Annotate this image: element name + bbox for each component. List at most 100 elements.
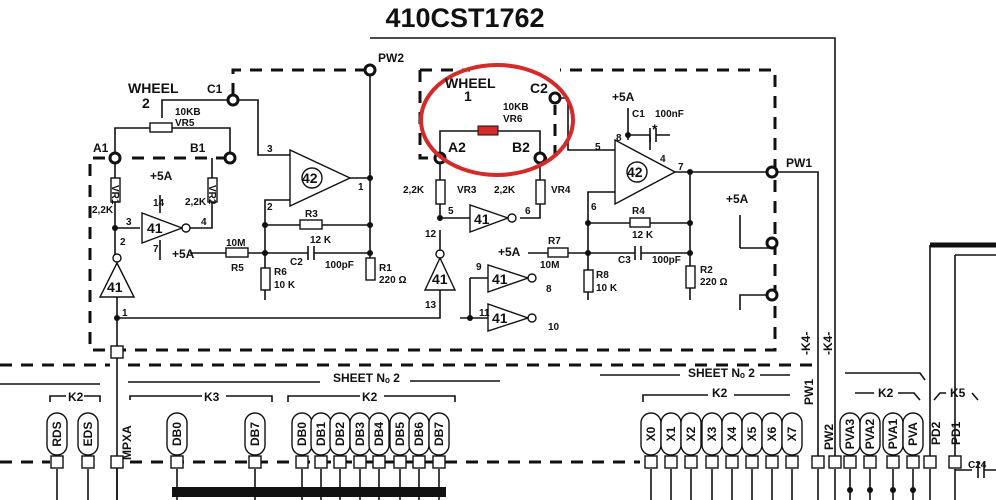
pin-label-pill (244, 412, 266, 456)
connector-pin (248, 455, 262, 469)
pin-label-pill (859, 412, 881, 456)
svg-text:R5: R5 (231, 263, 244, 274)
svg-text:+5A: +5A (498, 245, 521, 259)
pin-label: DB4 (372, 422, 386, 446)
buffer-41-b (423, 256, 457, 291)
svg-text:220 Ω: 220 Ω (379, 275, 406, 286)
svg-text:R4: R4 (632, 206, 645, 217)
r7-resistor (547, 247, 569, 258)
wheel2-labels: WHEEL 2 10KB VR5 A1 B1 C1 (93, 80, 223, 155)
connector-pin (948, 455, 962, 469)
svg-text:12 K: 12 K (310, 235, 332, 246)
svg-text:B2: B2 (512, 139, 530, 155)
pin-label: X0 (644, 426, 658, 441)
svg-text:6: 6 (591, 202, 597, 213)
svg-text:12: 12 (425, 229, 437, 240)
svg-text:VR1: VR1 (109, 185, 120, 205)
svg-text:42: 42 (627, 164, 643, 180)
inverter-41-b (469, 204, 511, 234)
svg-text:41: 41 (107, 279, 123, 295)
svg-text:2,2K: 2,2K (494, 185, 516, 196)
svg-text:4: 4 (201, 217, 207, 228)
connector-pin (353, 455, 367, 469)
svg-text:14: 14 (153, 198, 165, 209)
connector-pin (393, 455, 407, 469)
connector-pin (684, 455, 698, 469)
svg-text:10 K: 10 K (596, 283, 618, 294)
svg-text:B1: B1 (190, 141, 206, 155)
left-circuit-labels: VR1 2,2K VR2 2,2K +5A 41 41 42 14 3 4 7 … (92, 51, 406, 319)
svg-text:R1: R1 (379, 263, 392, 274)
bus-junction (397, 487, 403, 493)
svg-text:C3: C3 (618, 255, 631, 266)
pin-label-pill (428, 412, 450, 456)
bus-junction (847, 487, 853, 493)
svg-text:8: 8 (546, 284, 552, 295)
pin-label: X2 (684, 426, 698, 441)
connector-pin (725, 455, 739, 469)
right-circuit-labels: VR3 2,2K VR4 2,2K 41 41 41 41 42 5 6 12 … (403, 90, 812, 333)
bus-junction (318, 487, 324, 493)
svg-text:-K4-: -K4- (821, 332, 835, 355)
svg-text:PW1: PW1 (786, 156, 812, 170)
pin-label: PVA (906, 422, 920, 446)
connector-pin (412, 455, 426, 469)
svg-text:K3: K3 (204, 390, 220, 404)
svg-text:2,2K: 2,2K (403, 185, 425, 196)
svg-text:2,2K: 2,2K (92, 205, 114, 216)
connector-pin (765, 455, 779, 469)
connector-pin (828, 455, 842, 469)
svg-text:3: 3 (267, 144, 273, 155)
svg-text:C1: C1 (632, 109, 645, 120)
svg-text:100pF: 100pF (652, 255, 681, 266)
svg-text:PD2: PD2 (929, 421, 943, 445)
bus-junction (357, 487, 363, 493)
svg-text:PW2: PW2 (378, 51, 404, 65)
bus-junction (174, 487, 180, 493)
pin-label-pill (902, 412, 924, 456)
pin-label: DB7 (432, 422, 446, 446)
pin-label-pill (368, 412, 390, 456)
connector-pin (372, 455, 386, 469)
r3-resistor (299, 219, 323, 230)
inverter-41-d (487, 303, 531, 332)
r4-resistor (629, 217, 651, 228)
vr3-resistor (435, 179, 446, 205)
svg-text:10 K: 10 K (274, 280, 296, 291)
connector-pin (886, 455, 900, 469)
connector-pin (432, 455, 446, 469)
svg-text:SHEET Nₒ 2: SHEET Nₒ 2 (333, 371, 400, 385)
r6-resistor (260, 267, 271, 291)
pin-label: DB2 (333, 422, 347, 446)
inverter-41-c (487, 264, 531, 293)
pin-label: X4 (725, 426, 739, 441)
svg-text:*: * (652, 121, 658, 137)
bus-junction (436, 487, 442, 493)
vr4-resistor (535, 179, 546, 205)
svg-text:C1: C1 (207, 82, 223, 96)
svg-text:R3: R3 (305, 209, 318, 220)
pin-label: X7 (785, 426, 799, 441)
connector-pin (923, 455, 937, 469)
terminals (108, 63, 779, 321)
svg-text:WHEEL: WHEEL (445, 75, 496, 91)
pin-label-pill (166, 412, 188, 456)
svg-text:41: 41 (432, 271, 448, 287)
vr1-resistor (110, 177, 121, 203)
connector-pin (50, 455, 64, 469)
svg-text:VR6: VR6 (503, 114, 523, 125)
svg-text:VR4: VR4 (551, 185, 571, 196)
svg-text:3: 3 (126, 217, 132, 228)
svg-text:PW1: PW1 (802, 379, 816, 405)
pin-label: X1 (664, 426, 678, 441)
pin-label: PVA1 (886, 418, 900, 449)
inverter-41-a (141, 211, 184, 245)
svg-text:42: 42 (302, 170, 318, 186)
bus-junction (867, 487, 873, 493)
connector-pin (295, 455, 309, 469)
svg-text:+5A: +5A (726, 192, 749, 206)
svg-text:1: 1 (358, 182, 364, 193)
svg-text:41: 41 (474, 211, 490, 227)
svg-text:2: 2 (142, 95, 150, 111)
